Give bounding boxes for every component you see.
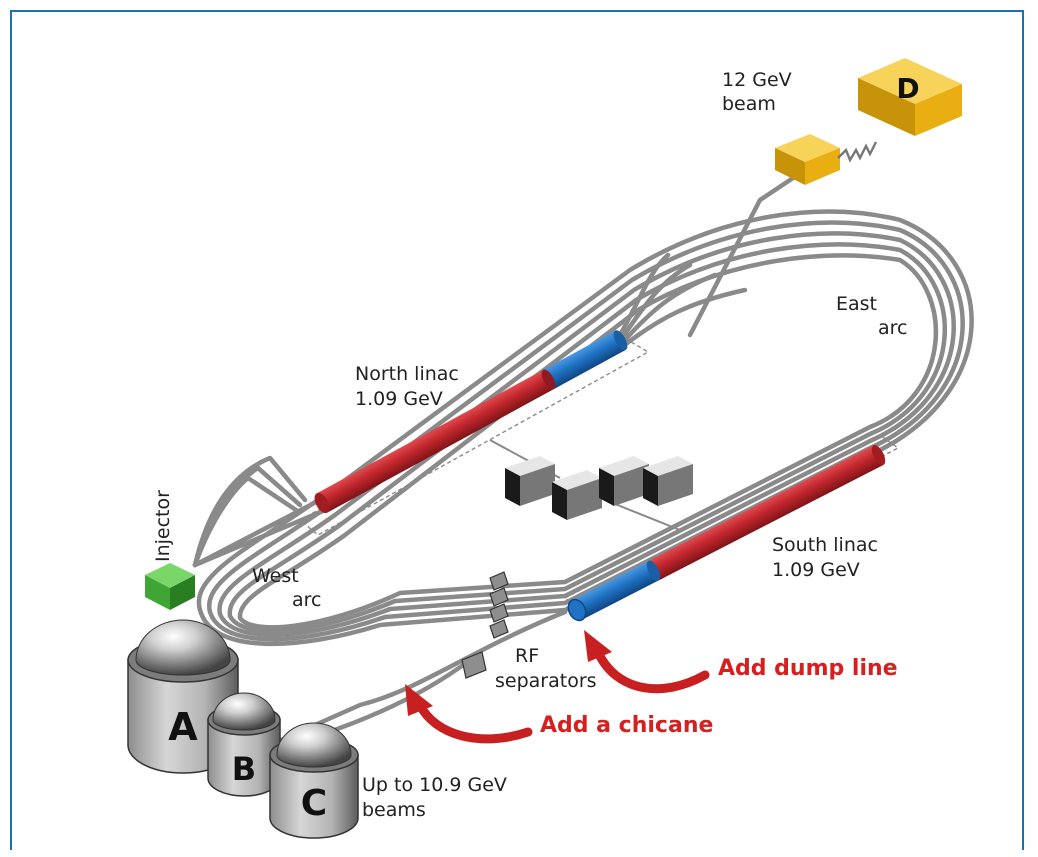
north-linac-label-line2: 1.09 GeV (355, 388, 443, 410)
south-linac (567, 444, 886, 622)
rf-separators (461, 571, 509, 679)
hall-d-box (858, 58, 962, 136)
west-arc-label-line1: West (252, 565, 299, 587)
hall-b-letter: B (232, 750, 256, 788)
west-arc-splitter (192, 455, 333, 568)
central-cube-3 (599, 456, 649, 506)
rf-label-line2: separators (495, 670, 597, 692)
chicane-arrow (405, 684, 533, 744)
beams-label-line1: Up to 10.9 GeV (362, 774, 507, 796)
hall-b (207, 692, 281, 797)
hall-d-small-box (775, 134, 840, 185)
south-linac-label-line1: South linac (772, 534, 878, 556)
hall-d-letter: D (896, 72, 919, 105)
west-arc-label-line2: arc (292, 589, 321, 611)
injector-label: Injector (152, 490, 174, 562)
beams-label-line2: beams (362, 799, 426, 821)
hall-c (269, 722, 359, 839)
east-arc-label-line1: East (836, 293, 877, 315)
hall-d-spring (837, 141, 878, 163)
rf-label-line1: RF (515, 645, 539, 667)
injector-cube (145, 563, 195, 610)
central-cube-1 (505, 456, 555, 506)
beam-label-line2: beam (722, 93, 776, 115)
central-cube-2 (552, 470, 602, 520)
north-linac-label-line1: North linac (355, 363, 459, 385)
hall-d-beamline (687, 165, 811, 338)
east-arc-splitter (617, 252, 748, 347)
beam-label-line1: 12 GeV (722, 69, 792, 91)
add-dump-line-label: Add dump line (718, 656, 898, 681)
dump-line-arrow (584, 630, 710, 694)
central-cube-4 (643, 456, 693, 506)
east-arc-label-line2: arc (878, 317, 907, 339)
add-chicane-label: Add a chicane (540, 713, 713, 738)
south-linac-label-line2: 1.09 GeV (772, 559, 860, 581)
hall-c-letter: C (301, 783, 327, 824)
figure-frame (10, 10, 1024, 850)
hall-a-letter: A (168, 705, 198, 749)
hall-abc-beamlines (267, 609, 568, 748)
central-helium-plant (505, 456, 693, 520)
hall-d (775, 58, 962, 185)
north-linac (314, 330, 628, 514)
south-linac-connector (604, 499, 681, 531)
